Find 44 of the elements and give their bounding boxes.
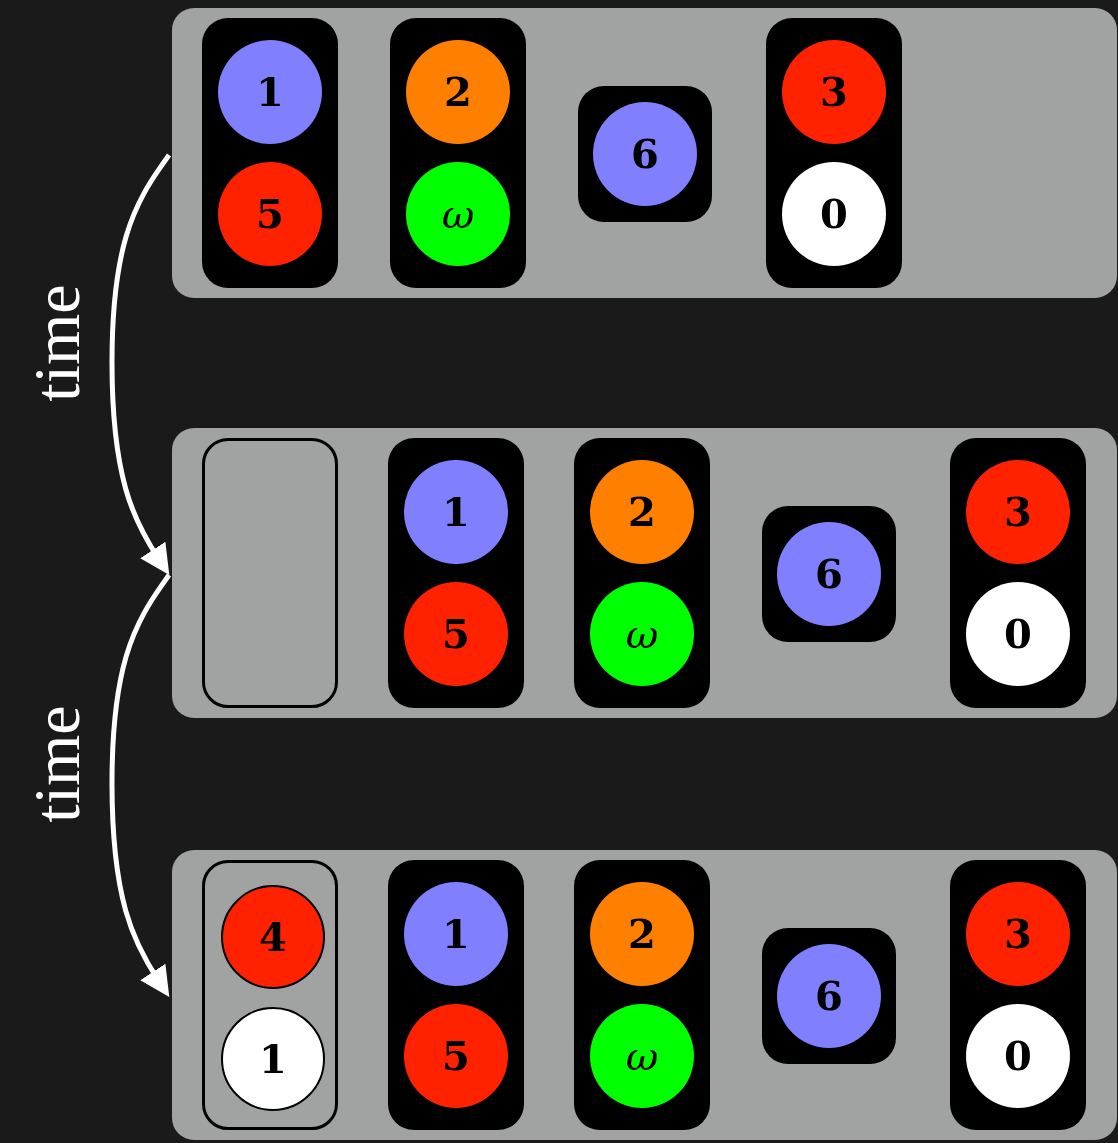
edge-label: time [24, 283, 90, 402]
numbered-circle: 5 [218, 162, 322, 266]
numbered-circle: ω [590, 1004, 694, 1108]
numbered-circle: 1 [404, 460, 508, 564]
slot-box [950, 860, 1086, 1130]
numbered-circle: 5 [404, 1004, 508, 1108]
numbered-circle: 3 [782, 40, 886, 144]
curved-arrow [109, 573, 172, 997]
slot-box [578, 86, 712, 222]
state-panel [172, 850, 1117, 1140]
slot-box [762, 506, 896, 642]
slot-box [388, 438, 524, 708]
slot-box [388, 860, 524, 1130]
slot-box [762, 928, 896, 1064]
numbered-circle: 1 [221, 1007, 325, 1111]
slot-box [390, 18, 526, 288]
numbered-circle: 1 [404, 882, 508, 986]
edge-label: time [24, 704, 90, 823]
numbered-circle: 2 [406, 40, 510, 144]
state-panel [172, 428, 1117, 718]
slot-box [950, 438, 1086, 708]
numbered-circle: 3 [966, 882, 1070, 986]
empty-slot [202, 438, 338, 708]
state-panel [172, 8, 1117, 298]
numbered-circle: 6 [593, 102, 697, 206]
numbered-circle: 2 [590, 882, 694, 986]
numbered-circle: ω [406, 162, 510, 266]
slot-box [766, 18, 902, 288]
numbered-circle: 1 [218, 40, 322, 144]
numbered-circle: 4 [221, 885, 325, 989]
numbered-circle: 2 [590, 460, 694, 564]
slot-box [574, 860, 710, 1130]
empty-slot [202, 860, 338, 1130]
numbered-circle: 6 [777, 944, 881, 1048]
numbered-circle: ω [590, 582, 694, 686]
numbered-circle: 0 [966, 582, 1070, 686]
slot-box [202, 18, 338, 288]
numbered-circle: 0 [782, 162, 886, 266]
curved-arrow [109, 153, 172, 575]
slot-box [574, 438, 710, 708]
numbered-circle: 3 [966, 460, 1070, 564]
numbered-circle: 0 [966, 1004, 1070, 1108]
numbered-circle: 6 [777, 522, 881, 626]
numbered-circle: 5 [404, 582, 508, 686]
